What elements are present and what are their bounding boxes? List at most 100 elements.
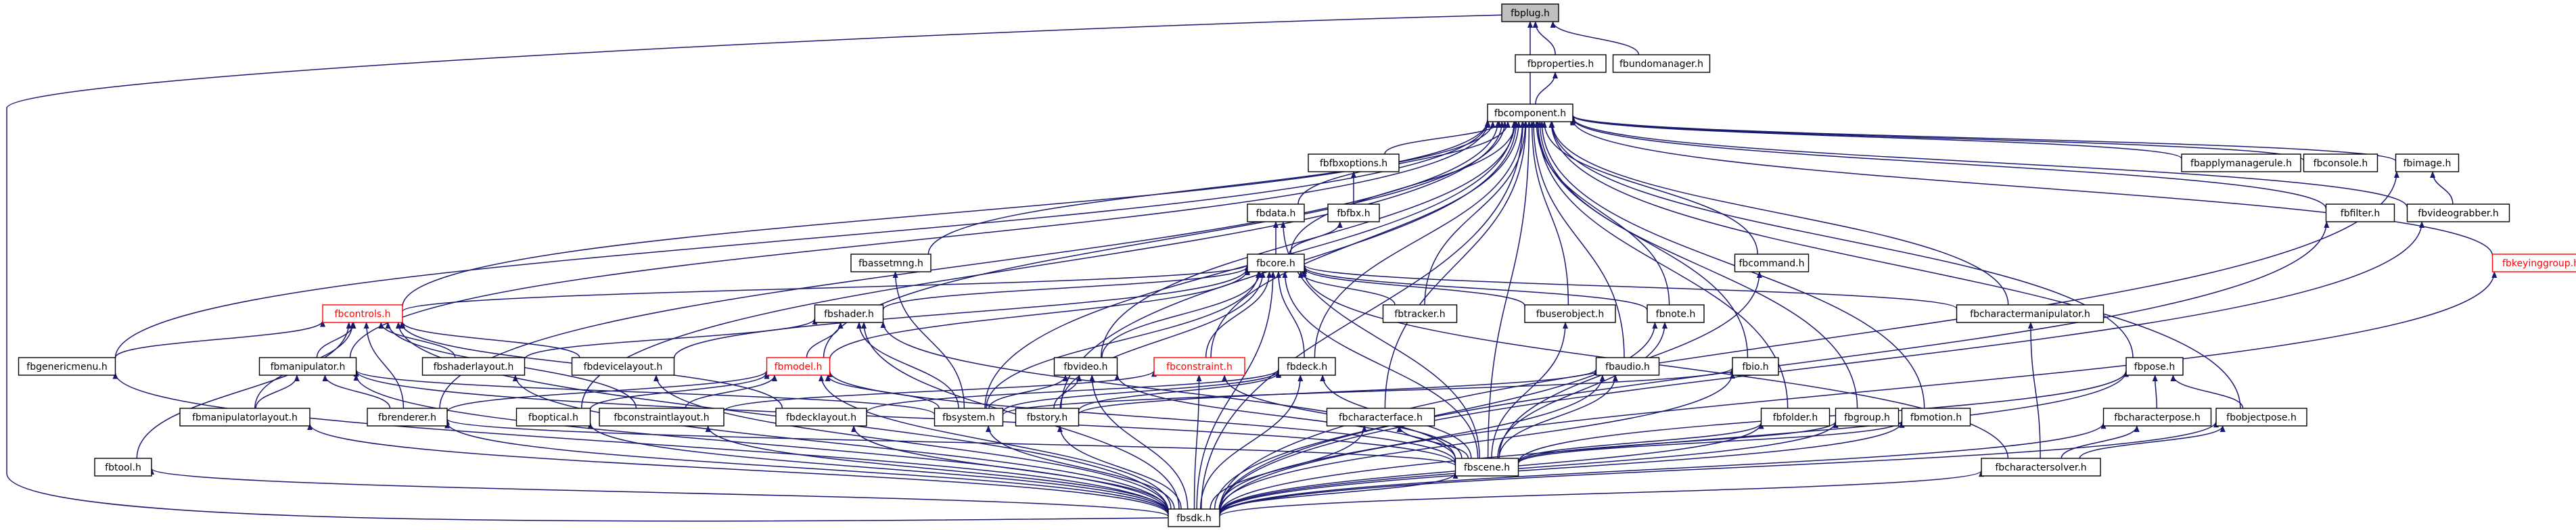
edge-fbsystem-to-fbio (1002, 367, 1735, 416)
node-fbassetmng[interactable]: fbassetmng.h (850, 254, 932, 272)
node-fbobjectpose[interactable]: fbobjectpose.h (2215, 408, 2307, 427)
node-fbmotion[interactable]: fbmotion.h (1901, 408, 1971, 427)
node-fbcomponent[interactable]: fbcomponent.h (1487, 103, 1573, 122)
edge-fbsdk-to-fbcharacterpose (1219, 422, 2107, 516)
node-fbmanipulatorlayout[interactable]: fbmanipulatorlayout.h (179, 408, 310, 427)
node-fbcore-label: fbcore.h (1256, 258, 1295, 269)
edge-fbdata-to-fbcomponent (1297, 121, 1511, 205)
edge-fbio-to-fbcomponent (1535, 121, 1749, 358)
node-fbnote[interactable]: fbnote.h (1647, 304, 1705, 323)
node-fbfilter-box (2325, 203, 2395, 222)
node-fbcharacterface-label: fbcharacterface.h (1339, 412, 1423, 423)
node-fbfilter[interactable]: fbfilter.h (2325, 203, 2395, 222)
edge-fbaudio-to-fbcomponent (1531, 121, 1625, 358)
node-fbfbx-label: fbfbx.h (1337, 208, 1370, 219)
edge-fbfilter-to-fbcomponent (1570, 117, 2327, 210)
node-fbsystem[interactable]: fbsystem.h (934, 408, 1004, 427)
node-fbfolder[interactable]: fbfolder.h (1760, 408, 1831, 427)
node-fbmodel-label: fbmodel.h (775, 362, 823, 372)
node-fbscene[interactable]: fbscene.h (1454, 458, 1519, 477)
node-fbaudio[interactable]: fbaudio.h (1595, 357, 1660, 376)
node-fbcharacterpose[interactable]: fbcharacterpose.h (2102, 408, 2212, 427)
node-fbvideograbber[interactable]: fbvideograbber.h (2406, 203, 2510, 222)
edge-fbnote-to-fbcore (1302, 266, 1648, 311)
node-fbgroup[interactable]: fbgroup.h (1835, 408, 1900, 427)
edge-fbdevicelayout-to-fbcore (673, 266, 1250, 359)
node-fbfbxoptions[interactable]: fbfbxoptions.h (1308, 153, 1400, 172)
node-fbconstraint[interactable]: fbconstraint.h (1153, 357, 1245, 376)
node-fbproperties[interactable]: fbproperties.h (1515, 54, 1607, 73)
node-fbgroup-box (1835, 408, 1900, 427)
node-fbconsole-box (2303, 153, 2378, 172)
edge-fbsdk-to-fbio (1219, 372, 1735, 511)
edge-fbcharactersolver-to-fbobjectpose (2079, 425, 2226, 459)
node-fbkeyinggroup[interactable]: fbkeyinggroup.h (2491, 254, 2576, 272)
node-fbtool[interactable]: fbtool.h (94, 458, 152, 477)
node-fbfbx[interactable]: fbfbx.h (1327, 203, 1380, 222)
node-fbcharactersolver-label: fbcharactersolver.h (1995, 462, 2086, 473)
node-fbdata[interactable]: fbdata.h (1247, 203, 1305, 222)
node-fbcharacterpose-label: fbcharacterpose.h (2114, 412, 2201, 423)
node-fbstory[interactable]: fbstory.h (1015, 408, 1080, 427)
node-fbobjectpose-label: fbobjectpose.h (2226, 412, 2297, 423)
node-fbstory-box (1015, 408, 1080, 427)
node-fbsdk[interactable]: fbsdk.h (1168, 508, 1220, 527)
edge-fbapplymanagerrule-to-fbcomponent (1570, 115, 2182, 160)
node-fbplug[interactable]: fbplug.h (1501, 3, 1559, 22)
edge-fbsdk-to-fbdeck (1199, 375, 1304, 510)
node-fbcore[interactable]: fbcore.h (1247, 254, 1305, 272)
edge-fbrenderer-to-fbmanipulator (322, 375, 391, 409)
node-fbcontrols[interactable]: fbcontrols.h (322, 304, 403, 323)
edge-fbscene-to-fbmodel (827, 370, 1456, 463)
edge-fbsdk-to-fbsystem (986, 425, 1175, 510)
edge-fbshaderlayout-to-fbshader (524, 318, 818, 360)
edge-fbuserobject-to-fbcore (1302, 267, 1525, 306)
edge-fbsystem-to-fbshader (856, 322, 959, 409)
edge-fbrenderer-to-fbcomponent (439, 121, 1500, 409)
node-fbrenderer[interactable]: fbrenderer.h (367, 408, 448, 427)
node-fbgenericmenu[interactable]: fbgenericmenu.h (18, 357, 116, 376)
node-fbshaderlayout[interactable]: fbshaderlayout.h (421, 357, 526, 376)
node-fbmanipulator[interactable]: fbmanipulator.h (258, 357, 357, 376)
node-fbvideo[interactable]: fbvideo.h (1053, 357, 1118, 376)
node-fbcharactersolver[interactable]: fbcharactersolver.h (1981, 458, 2101, 477)
node-fbio[interactable]: fbio.h (1732, 357, 1779, 376)
node-fbassetmng-box (850, 254, 932, 272)
node-fbtracker[interactable]: fbtracker.h (1382, 304, 1458, 323)
node-fbmotion-box (1901, 408, 1971, 427)
node-fbcharacterface[interactable]: fbcharacterface.h (1326, 408, 1435, 427)
node-fbapplymanagerrule[interactable]: fbapplymanagerule.h (2181, 153, 2301, 172)
edge-fbscene-to-fbvideo (1114, 373, 1456, 460)
node-fbdata-label: fbdata.h (1256, 208, 1296, 219)
edge-fbscene-to-fbaudio (1498, 375, 1618, 459)
edge-fbsdk-to-fbconstraint (1193, 375, 1202, 510)
node-fbdeck[interactable]: fbdeck.h (1278, 357, 1336, 376)
node-fbundomanager[interactable]: fbundomanager.h (1612, 54, 1711, 73)
edge-fbgenericmenu-to-fbcontrols (114, 320, 325, 358)
node-fbdevicelayout[interactable]: fbdevicelayout.h (571, 357, 675, 376)
edge-fboptical-to-fbmodel (589, 372, 770, 410)
node-fbuserobject[interactable]: fbuserobject.h (1524, 304, 1616, 323)
node-fbdeck-label: fbdeck.h (1287, 362, 1327, 372)
node-fbdecklayout[interactable]: fbdecklayout.h (775, 408, 867, 427)
edge-fbkeyinggroup-to-fbcomponent (1570, 118, 2493, 256)
node-fbpose[interactable]: fbpose.h (2125, 357, 2184, 376)
edge-fbscene-to-fbcore (1282, 271, 1479, 459)
node-fbdevicelayout-box (571, 357, 675, 376)
node-fbcharactermanipulator[interactable]: fbcharactermanipulator.h (1956, 304, 2104, 323)
edge-fbuserobject-to-fbcomponent (1529, 121, 1569, 306)
edge-fbsdk-to-fbvideo (1089, 375, 1189, 510)
node-fbvideo-label: fbvideo.h (1063, 362, 1107, 372)
edge-fbsystem-to-fbcore (986, 271, 1262, 409)
node-fbcommand[interactable]: fbcommand.h (1734, 254, 1810, 272)
node-fbshader[interactable]: fbshader.h (814, 304, 884, 323)
node-fbmodel[interactable]: fbmodel.h (766, 357, 831, 376)
node-fbconstraintlayout[interactable]: fbconstraintlayout.h (599, 408, 724, 427)
node-fboptical[interactable]: fboptical.h (515, 408, 591, 427)
node-fbconsole[interactable]: fbconsole.h (2303, 153, 2378, 172)
edge-fbsdk-to-fbrenderer (444, 421, 1169, 515)
node-fbimage[interactable]: fbimage.h (2395, 153, 2460, 172)
node-fbmanipulatorlayout-box (179, 408, 310, 427)
node-fbtracker-box (1382, 304, 1458, 323)
